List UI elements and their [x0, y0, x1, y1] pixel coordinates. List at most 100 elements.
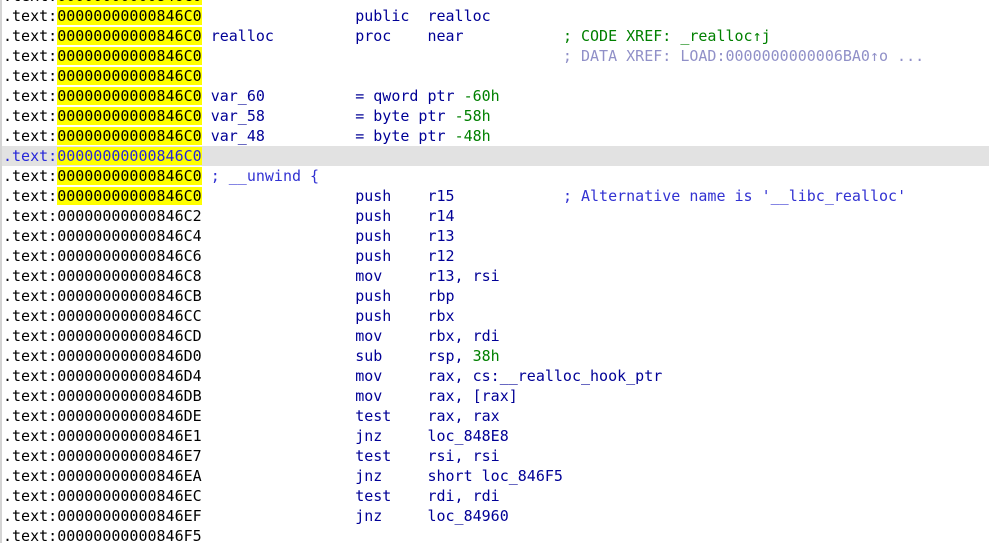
- disasm-line[interactable]: .text:00000000000846C0 var_48 = byte ptr…: [2, 126, 989, 146]
- mnemonic[interactable]: sub: [355, 347, 383, 365]
- address[interactable]: 00000000000846C0: [57, 67, 202, 85]
- address[interactable]: 00000000000846E7: [57, 447, 202, 465]
- disasm-line[interactable]: .text:00000000000846DB mov rax, [rax]: [2, 386, 989, 406]
- address[interactable]: 00000000000846C8: [57, 267, 202, 285]
- disasm-line[interactable]: .text:00000000000846C0 public realloc: [2, 6, 989, 26]
- mnemonic[interactable]: proc: [355, 27, 392, 45]
- address[interactable]: 00000000000846D4: [57, 367, 202, 385]
- address[interactable]: 00000000000846D0: [57, 347, 202, 365]
- mnemonic[interactable]: test: [355, 407, 392, 425]
- mnemonic[interactable]: push: [355, 287, 392, 305]
- disasm-line[interactable]: .text:00000000000846EF jnz loc_84960: [2, 506, 989, 526]
- address[interactable]: 00000000000846CB: [57, 287, 202, 305]
- operand[interactable]: rax, cs:__realloc_hook_ptr: [427, 367, 663, 385]
- operand[interactable]: rax, rax: [427, 407, 500, 425]
- operand[interactable]: near: [427, 27, 464, 45]
- operand[interactable]: 38h: [472, 347, 500, 365]
- address[interactable]: 00000000000846C0: [57, 27, 202, 45]
- address[interactable]: 00000000000846DE: [57, 407, 202, 425]
- symbol-name[interactable]: var_48: [210, 127, 265, 145]
- operand[interactable]: rsi, rsi: [427, 447, 500, 465]
- mnemonic[interactable]: push: [355, 207, 392, 225]
- address[interactable]: 00000000000846EA: [57, 467, 202, 485]
- operand[interactable]: rbx, rdi: [427, 327, 500, 345]
- address[interactable]: 00000000000846C0: [57, 167, 202, 185]
- operand[interactable]: r13: [427, 227, 455, 245]
- operand[interactable]: rbx: [427, 307, 455, 325]
- disasm-line[interactable]: .text:00000000000846CC push rbx: [2, 306, 989, 326]
- disasm-line[interactable]: .text:00000000000846C0 ; __unwind {: [2, 166, 989, 186]
- disasm-line[interactable]: .text:00000000000846C0 var_58 = byte ptr…: [2, 106, 989, 126]
- mnemonic[interactable]: =: [355, 87, 365, 105]
- operand[interactable]: -48h: [454, 127, 491, 145]
- disasm-line[interactable]: .text:00000000000846D0 sub rsp, 38h: [2, 346, 989, 366]
- disasm-line[interactable]: .text:00000000000846DE test rax, rax: [2, 406, 989, 426]
- mnemonic[interactable]: jnz: [355, 427, 383, 445]
- disasm-line[interactable]: .text:00000000000846C0: [2, 66, 989, 86]
- mnemonic[interactable]: jnz: [355, 467, 383, 485]
- mnemonic[interactable]: jnz: [355, 507, 383, 525]
- disasm-line[interactable]: .text:00000000000846CB push rbp: [2, 286, 989, 306]
- mnemonic[interactable]: public: [355, 7, 410, 25]
- mnemonic[interactable]: mov: [355, 267, 383, 285]
- address[interactable]: 00000000000846DB: [57, 387, 202, 405]
- operand[interactable]: r14: [427, 207, 455, 225]
- operand[interactable]: -60h: [463, 87, 500, 105]
- address[interactable]: 00000000000846EC: [57, 487, 202, 505]
- address[interactable]: 00000000000846CC: [57, 307, 202, 325]
- address[interactable]: 00000000000846C0: [57, 47, 202, 65]
- address[interactable]: 00000000000846C0: [57, 127, 202, 145]
- address[interactable]: 00000000000846C0: [57, 7, 202, 25]
- mnemonic[interactable]: mov: [355, 367, 383, 385]
- operand[interactable]: r13, rsi: [427, 267, 500, 285]
- symbol-name[interactable]: var_60: [210, 87, 265, 105]
- address[interactable]: 00000000000846C0: [57, 107, 202, 125]
- operand[interactable]: loc_848E8: [427, 427, 509, 445]
- operand[interactable]: r12: [427, 247, 455, 265]
- disasm-line[interactable]: .text:00000000000846EC test rdi, rdi: [2, 486, 989, 506]
- symbol-name[interactable]: var_58: [210, 107, 265, 125]
- address[interactable]: 00000000000846C4: [57, 227, 202, 245]
- operand[interactable]: -58h: [454, 107, 491, 125]
- disasm-line[interactable]: .text:00000000000846E1 jnz loc_848E8: [2, 426, 989, 446]
- disasm-line[interactable]: .text:00000000000846C0 realloc proc near…: [2, 26, 989, 46]
- disasm-line[interactable]: .text:00000000000846C0: [2, 0, 989, 6]
- mnemonic[interactable]: mov: [355, 387, 383, 405]
- mnemonic[interactable]: =: [355, 127, 365, 145]
- symbol-name[interactable]: realloc: [210, 27, 274, 45]
- address[interactable]: 00000000000846C0: [57, 147, 202, 165]
- operand[interactable]: loc_84960: [427, 507, 509, 525]
- mnemonic[interactable]: test: [355, 447, 392, 465]
- disasm-line[interactable]: .text:00000000000846CD mov rbx, rdi: [2, 326, 989, 346]
- operand[interactable]: realloc: [427, 7, 491, 25]
- operand[interactable]: rdi, rdi: [427, 487, 500, 505]
- operand[interactable]: short loc_846F5: [427, 467, 563, 485]
- mnemonic[interactable]: push: [355, 307, 392, 325]
- address[interactable]: 00000000000846C0: [57, 87, 202, 105]
- mnemonic[interactable]: push: [355, 187, 392, 205]
- disasm-line[interactable]: .text:00000000000846E7 test rsi, rsi: [2, 446, 989, 466]
- disasm-line[interactable]: .text:00000000000846C0 push r15 ; Altern…: [2, 186, 989, 206]
- disasm-line[interactable]: .text:00000000000846EA jnz short loc_846…: [2, 466, 989, 486]
- address[interactable]: 00000000000846C0: [57, 0, 202, 5]
- address[interactable]: 00000000000846C6: [57, 247, 202, 265]
- address[interactable]: 00000000000846E1: [57, 427, 202, 445]
- operand[interactable]: byte ptr: [373, 127, 455, 145]
- disasm-line[interactable]: .text:00000000000846F5: [2, 526, 989, 543]
- disasm-line[interactable]: .text:00000000000846D4 mov rax, cs:__rea…: [2, 366, 989, 386]
- operand[interactable]: rsp,: [427, 347, 473, 365]
- address[interactable]: 00000000000846F5: [57, 527, 202, 543]
- operand[interactable]: rax, [rax]: [427, 387, 518, 405]
- operand[interactable]: r15: [427, 187, 455, 205]
- address[interactable]: 00000000000846CD: [57, 327, 202, 345]
- mnemonic[interactable]: mov: [355, 327, 383, 345]
- disasm-line[interactable]: .text:00000000000846C6 push r12: [2, 246, 989, 266]
- address[interactable]: 00000000000846C2: [57, 207, 202, 225]
- mnemonic[interactable]: push: [355, 227, 392, 245]
- disasm-line[interactable]: .text:00000000000846C0 var_60 = qword pt…: [2, 86, 989, 106]
- disasm-line-current[interactable]: .text:00000000000846C0: [2, 146, 989, 166]
- address[interactable]: 00000000000846C0: [57, 187, 202, 205]
- disasm-line[interactable]: .text:00000000000846C0 ; DATA XREF: LOAD…: [2, 46, 989, 66]
- mnemonic[interactable]: test: [355, 487, 392, 505]
